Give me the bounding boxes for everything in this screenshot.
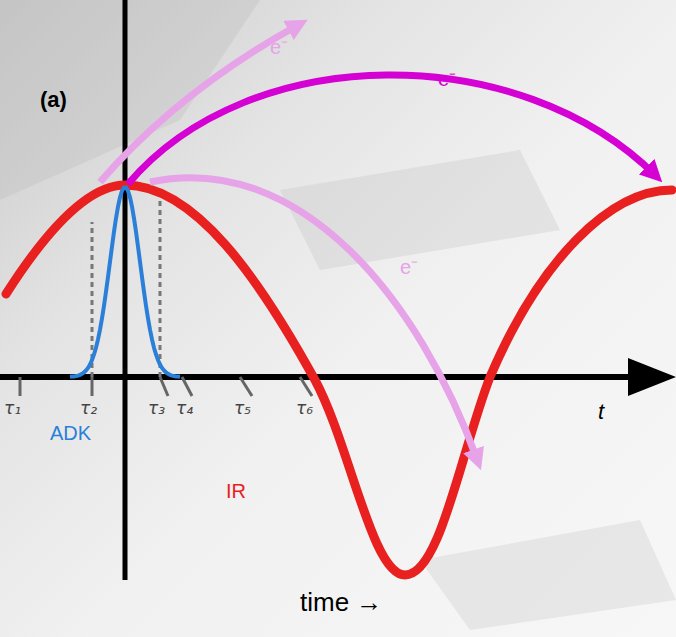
tick-label: τ₂ (80, 399, 97, 418)
electron-label: e⁻ (400, 256, 418, 278)
vertical-axis (123, 0, 128, 580)
watermark-shape (0, 0, 260, 200)
tick-label: τ₃ (148, 399, 165, 418)
ir-label: IR (226, 480, 246, 502)
electron-trajectory (128, 75, 656, 184)
tick-label: τ₁ (4, 399, 21, 418)
electron-label: e⁻ (270, 36, 288, 58)
axis-label: t (598, 400, 604, 424)
axis-arrowhead (628, 358, 676, 396)
guide-line (159, 200, 162, 377)
electron-trajectory (150, 178, 478, 462)
electron-label: e⁻ (438, 68, 456, 90)
tick-label: τ₆ (296, 399, 313, 418)
watermark-shape (420, 520, 676, 630)
adk-label: ADK (50, 422, 91, 444)
panel-label: (a) (40, 88, 67, 112)
adk-pulse (70, 187, 180, 376)
electron-trajectory (100, 24, 300, 182)
tick-label: τ₅ (234, 399, 251, 418)
tick-label: τ₄ (176, 399, 193, 418)
tick-marks (20, 377, 312, 396)
axis-title: time → (300, 588, 382, 617)
watermark-shape (280, 150, 560, 270)
